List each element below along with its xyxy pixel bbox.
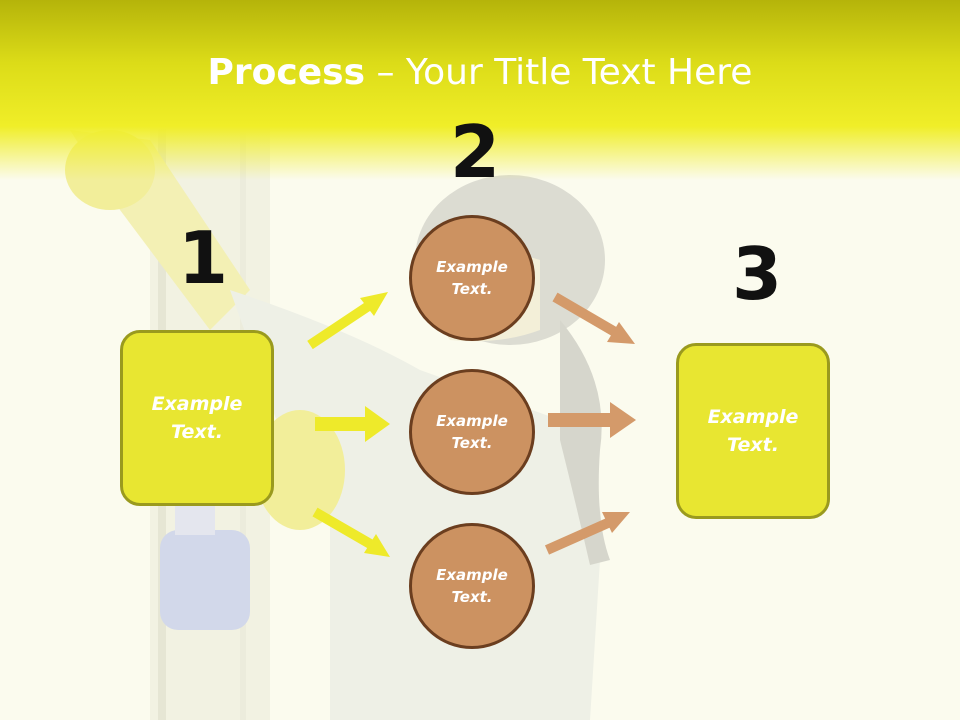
left-box-text: Example Text.: [151, 392, 243, 444]
title-bold: Process: [207, 52, 366, 93]
step-number-2: 2: [450, 110, 501, 194]
title-rest: – Your Title Text Here: [365, 52, 753, 93]
circle-2-text: Example Text.: [436, 411, 508, 453]
arrow-from-circle-2: [548, 402, 636, 438]
step-number-1: 1: [178, 216, 229, 300]
step-number-3: 3: [732, 232, 783, 316]
circle-1: Example Text.: [409, 215, 535, 341]
circle-3-text: Example Text.: [436, 565, 508, 607]
left-box: Example Text.: [120, 330, 274, 506]
header-band: [0, 0, 960, 180]
arrow-from-circle-3: [544, 512, 630, 555]
slide-title: Process – Your Title Text Here: [0, 52, 960, 93]
arrow-to-circle-3: [312, 507, 390, 557]
arrow-from-circle-1: [552, 292, 635, 344]
circle-2: Example Text.: [409, 369, 535, 495]
arrow-to-circle-2: [315, 406, 390, 442]
right-box-text: Example Text.: [707, 405, 799, 457]
circle-3: Example Text.: [409, 523, 535, 649]
circle-1-text: Example Text.: [436, 257, 508, 299]
right-box: Example Text.: [676, 343, 830, 519]
arrow-to-circle-1: [307, 292, 388, 350]
